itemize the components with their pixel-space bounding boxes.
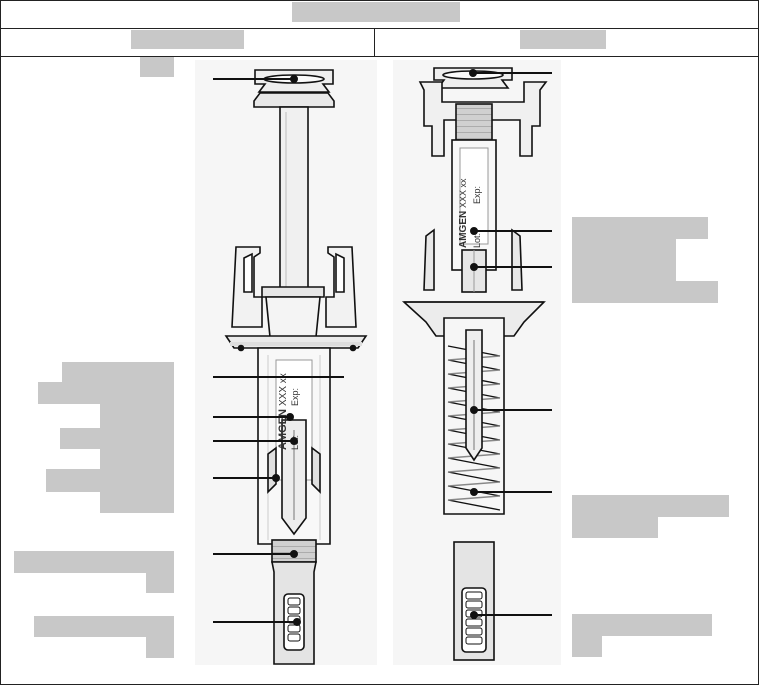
label-redaction-r4 [572,281,718,303]
label-redaction-l12 [146,637,174,658]
label-redaction-r6 [572,517,658,538]
title-divider [0,28,759,29]
label-redaction-l2 [62,362,174,382]
label-redaction-l5 [60,428,174,449]
label-redaction-r7 [572,614,712,636]
right-syringe-label: AMGEN XXX xx Lot: Exp: [458,178,482,248]
label-redaction-l4 [100,404,174,428]
plunger-rod [279,106,309,298]
label-brand: AMGEN [277,409,289,450]
label-redaction-l9 [14,551,174,573]
label-code: XXX xx [278,373,289,406]
label-redaction-r8 [572,636,602,657]
label-brand: AMGEN [458,211,469,248]
label-redaction-l8 [100,492,174,513]
left-syringe [195,60,377,665]
label-redaction-l1 [140,57,174,77]
label-redaction-l3 [38,382,174,404]
label-redaction-l11 [34,616,174,637]
label-code: XXX xx [458,178,468,208]
label-redaction-l7 [46,469,174,492]
label-redaction-r2 [572,239,676,260]
label-exp: Exp: [472,186,482,204]
label-exp: Exp: [290,388,300,406]
label-redaction-l6 [100,449,174,469]
right-heading-redaction [520,30,606,49]
label-lot: Lot: [472,233,482,248]
panel-divider-top [374,28,375,56]
heading-divider [0,56,759,57]
right-syringe [393,60,561,665]
title-redaction [292,2,460,22]
left-heading-redaction [131,30,244,49]
label-redaction-r5 [572,495,729,517]
label-redaction-r3 [572,260,676,281]
label-redaction-r1 [572,217,708,239]
label-redaction-l10 [146,573,174,593]
left-callouts [213,75,344,626]
right-callouts [469,69,552,619]
